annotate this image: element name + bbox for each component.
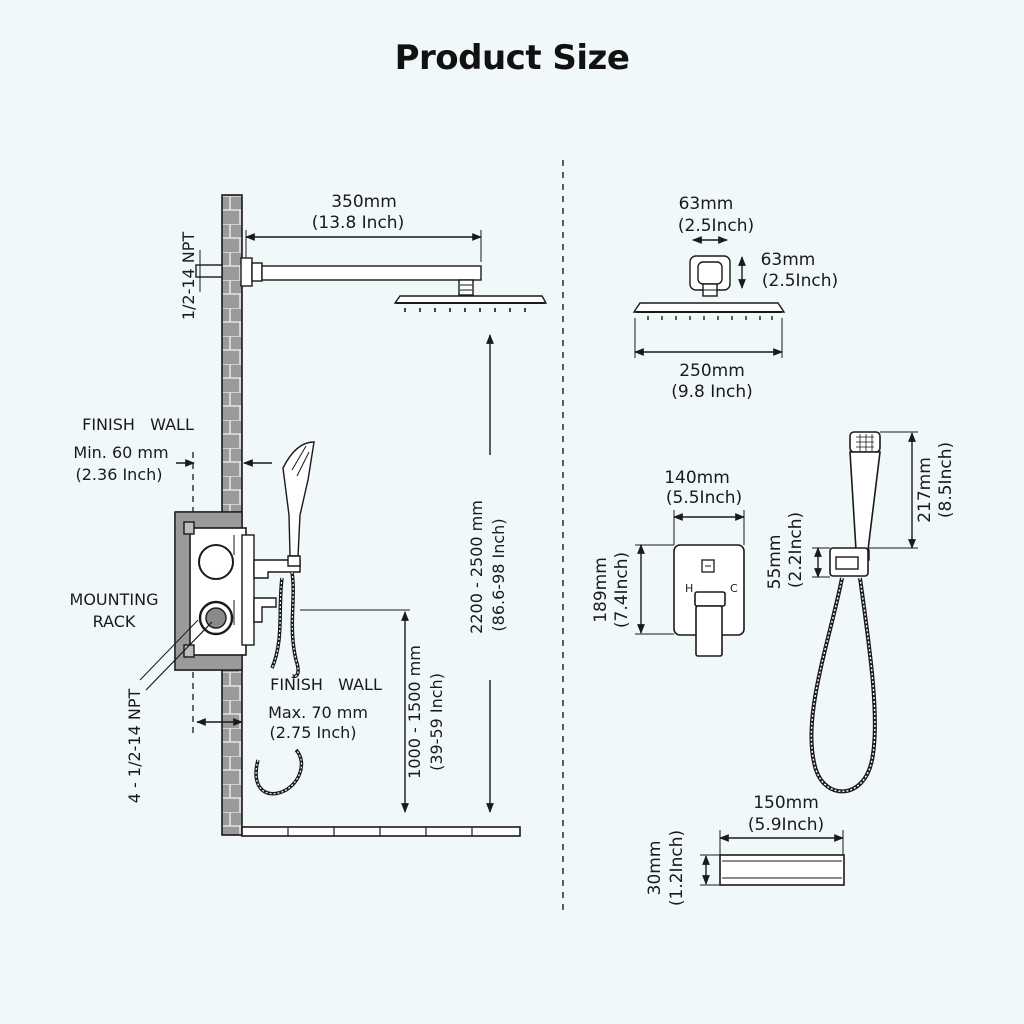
- valve-trim-plate: [673, 544, 745, 657]
- page-title: Product Size: [394, 38, 630, 78]
- arm-length-in: (13.8 Inch): [312, 213, 404, 233]
- finish-wall-top-label: FINISH WALL: [82, 415, 194, 434]
- head-height-label: 2200 - 2500 mm: [467, 500, 486, 634]
- plate-height-in: (7.4Inch): [612, 552, 632, 628]
- plate-width-mm: 140mm: [664, 468, 730, 488]
- hand-shower: [254, 441, 315, 796]
- shelf-height-mm: 30mm: [645, 841, 665, 896]
- plate-cold-label: C: [730, 582, 738, 595]
- mounting-rack-label-2: RACK: [93, 612, 136, 631]
- max-depth-mm: Max. 70 mm: [268, 703, 368, 722]
- valve-height-in: (39-59 Inch): [427, 673, 446, 771]
- rain-head-front: [632, 255, 786, 320]
- plate-hot-label: H: [685, 582, 693, 595]
- flange-width-in: (2.5Inch): [678, 216, 754, 236]
- shelf-width-mm: 150mm: [753, 793, 819, 813]
- min-depth-mm: Min. 60 mm: [73, 443, 168, 462]
- flange-width-mm: 63mm: [679, 194, 734, 214]
- valve-thread-label: 4 - 1/2-14 NPT: [125, 689, 144, 804]
- component-dimensions: [632, 236, 918, 886]
- flange-height-in: (2.5Inch): [762, 271, 838, 291]
- floor-tiles: [241, 826, 521, 837]
- shower-arm: [195, 257, 482, 296]
- head-width-in: (9.8 Inch): [671, 382, 753, 402]
- holder-height-mm: 55mm: [765, 535, 785, 590]
- shelf-height-in: (1.2Inch): [667, 830, 687, 906]
- mounting-rack-label-1: MOUNTING: [70, 590, 159, 609]
- finish-wall-bottom-label: FINISH WALL: [270, 675, 382, 694]
- plate-width-in: (5.5Inch): [666, 488, 742, 508]
- plate-height-mm: 189mm: [591, 557, 611, 623]
- rain-shower-head: [393, 295, 548, 312]
- mounting-rack: [174, 511, 247, 671]
- max-depth-in: (2.75 Inch): [270, 723, 357, 742]
- min-depth-in: (2.36 Inch): [76, 465, 163, 484]
- head-width-mm: 250mm: [679, 361, 745, 381]
- arm-thread-label: 1/2-14 NPT: [179, 232, 198, 321]
- installation-side-view: [139, 194, 548, 837]
- handheld-length-mm: 217mm: [915, 457, 935, 523]
- hand-shower-front: [809, 431, 881, 794]
- valve-trim: [241, 534, 301, 646]
- shelf-width-in: (5.9Inch): [748, 815, 824, 835]
- head-height-in: (86.6-98 Inch): [489, 518, 508, 631]
- arm-length-mm: 350mm: [331, 192, 397, 212]
- shelf-profile: [719, 854, 845, 886]
- valve-height-label: 1000 - 1500 mm: [405, 645, 424, 779]
- handheld-length-in: (8.5Inch): [936, 442, 956, 518]
- flange-height-mm: 63mm: [761, 250, 816, 270]
- holder-height-in: (2.2Inch): [786, 512, 806, 588]
